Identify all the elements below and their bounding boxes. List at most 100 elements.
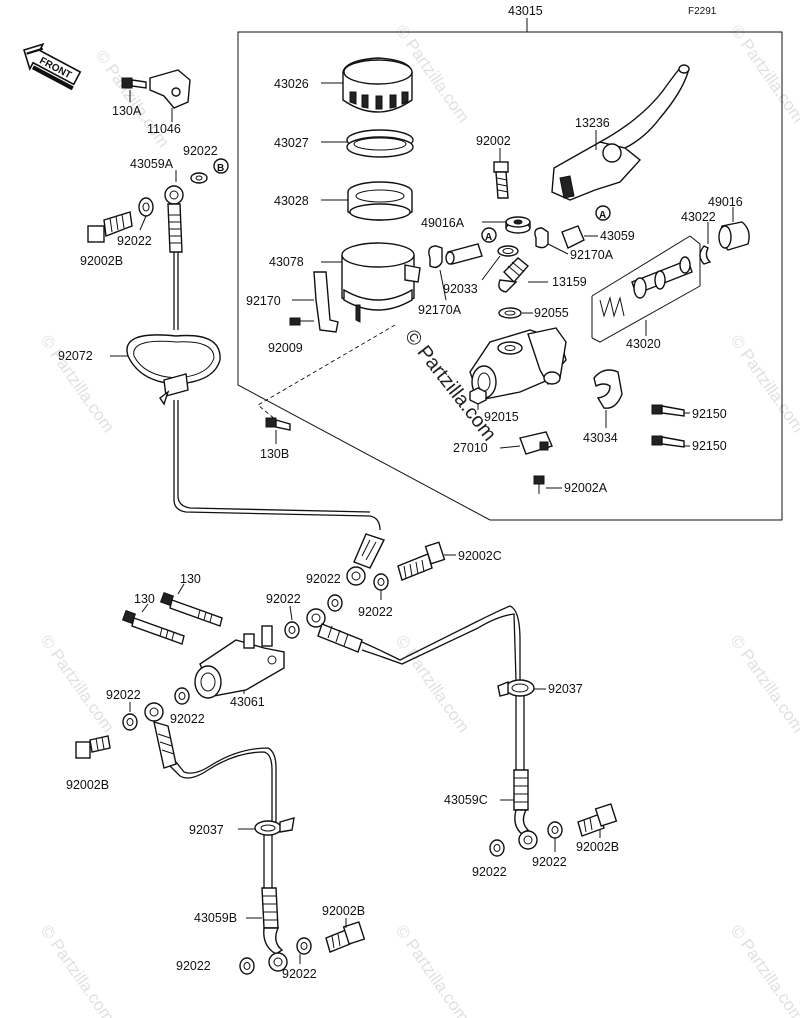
washer-l1	[122, 713, 138, 731]
svg-text:A: A	[485, 232, 492, 243]
screw-92002	[493, 161, 509, 199]
piston-assembly	[599, 256, 693, 318]
label-92022-m1: 92022	[306, 572, 341, 586]
label-92055: 92055	[534, 306, 569, 320]
bolt-130-upper	[159, 591, 223, 627]
brake-hose-lower-left	[263, 834, 273, 888]
label-49016: 49016	[708, 195, 743, 209]
label-92002C: 92002C	[458, 549, 502, 563]
hose-clamp-92072	[126, 334, 221, 406]
watermark-text: © Partzilla.com	[392, 631, 473, 736]
hose-segment-upper	[445, 243, 483, 265]
watermark-text: © Partzilla.com	[37, 631, 118, 736]
label-13159: 13159	[552, 275, 587, 289]
callout-b: B	[213, 158, 229, 174]
banjo-bolt-92002C	[397, 541, 446, 581]
banjo-fitting-43059B	[261, 887, 288, 972]
label-43034: 43034	[583, 431, 618, 445]
hose-clamp-92037-right	[497, 679, 535, 697]
bolt-92150-lower	[651, 435, 685, 448]
washer-b1	[239, 957, 255, 975]
label-92002A: 92002A	[564, 481, 608, 495]
elbow-fitting-13159	[498, 257, 530, 293]
label-43026: 43026	[274, 77, 309, 91]
banjo-bolt-92002B-right	[577, 803, 618, 837]
label-92015: 92015	[484, 410, 519, 424]
piston-kit-bracket	[591, 235, 701, 343]
figure-code: F2291	[688, 6, 717, 17]
reservoir-cap	[342, 57, 413, 113]
clamp-92170A-left	[428, 245, 443, 269]
label-92022-l1: 92022	[106, 688, 141, 702]
brake-hose-upper	[173, 252, 381, 531]
svg-text:A: A	[599, 210, 606, 221]
label-130-lower: 130	[134, 592, 155, 606]
washer-49016A	[505, 216, 531, 234]
label-92150-upper: 92150	[692, 407, 727, 421]
o-ring-92055	[498, 307, 522, 319]
label-92022-m3: 92022	[266, 592, 301, 606]
watermark-text: © Partzilla.com	[727, 631, 800, 736]
bolt-92009	[289, 317, 314, 326]
label-43059A: 43059A	[130, 157, 174, 171]
label-92002B-right: 92002B	[576, 840, 619, 854]
label-92033: 92033	[443, 282, 478, 296]
label-130B: 130B	[260, 447, 289, 461]
banjo-bolt-92002B-top	[87, 211, 133, 243]
washer-l2	[174, 687, 190, 705]
label-92009: 92009	[268, 341, 303, 355]
brake-switch-27010	[519, 431, 553, 455]
bracket-11046	[149, 69, 191, 109]
banjo-fitting-middle	[306, 608, 363, 653]
label-92022-m2: 92022	[358, 605, 393, 619]
label-92022-b2: 92022	[282, 967, 317, 981]
label-92072: 92072	[58, 349, 93, 363]
label-43027: 43027	[274, 136, 309, 150]
bolt-92150-upper	[651, 404, 685, 417]
label-43022: 43022	[681, 210, 716, 224]
brake-hose-lower-right	[515, 696, 525, 770]
watermark-text: © Partzilla.com	[727, 331, 800, 436]
snap-ring-92033	[497, 245, 519, 257]
svg-text:B: B	[217, 163, 224, 174]
label-43028: 43028	[274, 194, 309, 208]
watermark-text: © Partzilla.com	[392, 921, 473, 1018]
label-49016A: 49016A	[421, 216, 465, 230]
washer-m1	[327, 594, 343, 612]
label-43059: 43059	[600, 229, 635, 243]
banjo-fitting-43059C	[513, 769, 538, 850]
label-92002B-left: 92002B	[66, 778, 109, 792]
bolt-130B	[265, 417, 291, 431]
label-92150-lower: 92150	[692, 439, 727, 453]
circlip-43022	[699, 245, 712, 265]
brake-hose-left	[169, 747, 277, 822]
label-92170: 92170	[246, 294, 281, 308]
banjo-bolt-92002B-bottom	[325, 921, 366, 953]
brake-hose-right	[361, 605, 521, 681]
label-11046: 11046	[147, 122, 181, 136]
label-92170A-left: 92170A	[418, 303, 462, 317]
brake-lever	[551, 64, 690, 201]
clamp-holder-43034	[593, 369, 623, 409]
label-92022-b1: 92022	[176, 959, 211, 973]
screw-92002A	[533, 475, 545, 494]
clamp-92170A-right	[534, 227, 549, 249]
washer-top2	[138, 197, 154, 217]
label-43078: 43078	[269, 255, 304, 269]
reservoir-stay	[313, 271, 339, 333]
label-92022-r1: 92022	[472, 865, 507, 879]
label-92037-right: 92037	[548, 682, 583, 696]
hose-end-upper	[346, 533, 385, 586]
brake-joint-43061	[194, 625, 285, 699]
washer-r2	[547, 821, 563, 839]
assembly-boundary	[237, 31, 783, 521]
reservoir-plate	[346, 129, 414, 158]
reservoir-tank	[341, 242, 421, 323]
watermark-text: © Partzilla.com	[37, 921, 118, 1018]
label-92022-top2: 92022	[117, 234, 152, 248]
label-92002B-bottom: 92002B	[322, 904, 365, 918]
washer-m2	[373, 573, 389, 591]
banjo-bolt-92002B-left	[75, 735, 111, 759]
label-92022-top1: 92022	[183, 144, 218, 158]
label-92002: 92002	[476, 134, 511, 148]
